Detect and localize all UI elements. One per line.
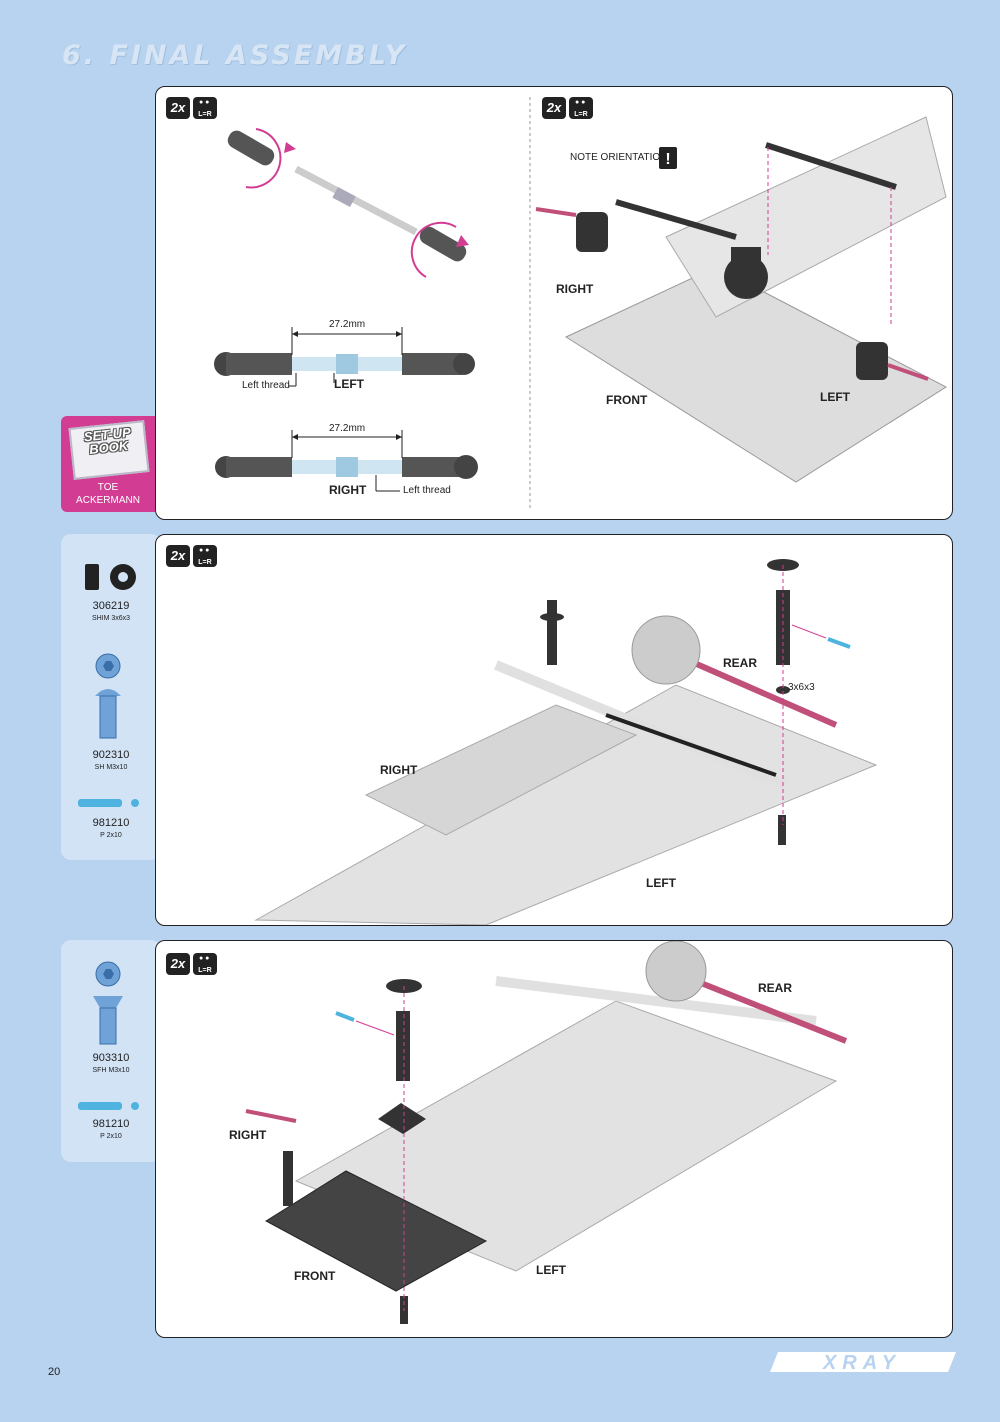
- right-side-label: RIGHT: [556, 282, 594, 296]
- rear-chassis-illustration: [254, 559, 878, 925]
- svg-text:!: !: [665, 151, 670, 168]
- rear-label: REAR: [758, 981, 793, 995]
- part-code: 981210: [92, 1118, 130, 1130]
- left-thread-label: Left thread: [403, 485, 451, 496]
- setup-book-tab: SET-UP BOOK TOE ACKERMANN: [61, 416, 155, 512]
- turnbuckle-exploded-illustration: [227, 128, 469, 278]
- quantity-label: 2x: [166, 953, 190, 975]
- page-number: 20: [48, 1366, 61, 1378]
- assembly-panel-toe-links: 2x ● ●L=R 2x ● ●L=R: [155, 86, 953, 520]
- parts-box-1: 306219 SHIM 3x6x3 902310 SH M3x10 981210…: [61, 534, 161, 860]
- left-right-badge: ● ●L=R: [569, 97, 593, 119]
- flat-head-screw-icon: [93, 961, 123, 1045]
- quantity-badge: 2x ● ●L=R: [166, 545, 217, 567]
- turnbuckle-assembly-drawing: !: [214, 97, 948, 509]
- left-right-badge: ● ●L=R: [193, 545, 217, 567]
- right-turnbuckle-label: RIGHT: [329, 483, 367, 497]
- assembly-panel-rear-posts: 2x ● ●L=R REAR RIGHT LEFT 3x6x3: [155, 534, 953, 926]
- quantity-badge-right: 2x ● ●L=R: [542, 97, 593, 119]
- front-chassis-illustration: !: [535, 116, 948, 483]
- quantity-label: 2x: [542, 97, 566, 119]
- turnbuckle-left-drawing: [214, 327, 475, 387]
- part-name: P 2x10: [100, 832, 122, 839]
- quantity-badge: 2x ● ●L=R: [166, 97, 217, 119]
- part-code: 903310: [92, 1052, 130, 1064]
- note-orientation-label: NOTE ORIENTATION: [570, 152, 668, 163]
- part-name: SFH M3x10: [92, 1067, 130, 1074]
- part-name: P 2x10: [100, 1133, 122, 1140]
- front-chassis-post-illustration: [245, 941, 848, 1324]
- part-name: SH M3x10: [94, 764, 128, 771]
- left-right-badge: ● ●L=R: [193, 97, 217, 119]
- quantity-label: 2x: [166, 97, 190, 119]
- front-label: FRONT: [294, 1269, 336, 1283]
- pin-icon: [78, 799, 139, 807]
- button-head-screw-icon: [95, 653, 121, 739]
- left-side-label: LEFT: [820, 390, 850, 404]
- xray-logo: XRAY: [770, 1352, 956, 1374]
- part-code: 902310: [92, 749, 130, 761]
- left-side-label: LEFT: [536, 1263, 566, 1277]
- pin-icon: [78, 1102, 139, 1110]
- setup-item-toe: TOE: [97, 482, 119, 493]
- front-label: FRONT: [606, 393, 648, 407]
- left-side-label: LEFT: [646, 876, 676, 890]
- svg-text:XRAY: XRAY: [822, 1352, 901, 1374]
- part-code: 981210: [92, 817, 130, 829]
- quantity-label: 2x: [166, 545, 190, 567]
- dimension-label-left: 27.2mm: [329, 319, 366, 330]
- dimension-label-right: 27.2mm: [329, 423, 366, 434]
- rear-label: REAR: [723, 656, 758, 670]
- shim-size-callout: 3x6x3: [788, 682, 815, 693]
- right-side-label: RIGHT: [380, 763, 418, 777]
- part-code: 306219: [92, 600, 130, 612]
- parts-box-2: 903310 SFH M3x10 981210 P 2x10: [61, 940, 161, 1162]
- part-name: SHIM 3x6x3: [91, 615, 131, 622]
- setup-item-ackermann: ACKERMANN: [76, 495, 140, 506]
- shim-icon: [85, 564, 136, 590]
- page-title: 6. FINAL ASSEMBLY: [62, 40, 408, 71]
- left-right-badge: ● ●L=R: [193, 953, 217, 975]
- left-turnbuckle-label: LEFT: [334, 377, 364, 391]
- quantity-badge: 2x ● ●L=R: [166, 953, 217, 975]
- left-thread-label: Left thread: [242, 380, 290, 391]
- assembly-panel-front-posts: 2x ● ●L=R REAR RIGHT FRONT LEFT: [155, 940, 953, 1338]
- turnbuckle-right-drawing: [215, 430, 478, 492]
- right-side-label: RIGHT: [229, 1128, 267, 1142]
